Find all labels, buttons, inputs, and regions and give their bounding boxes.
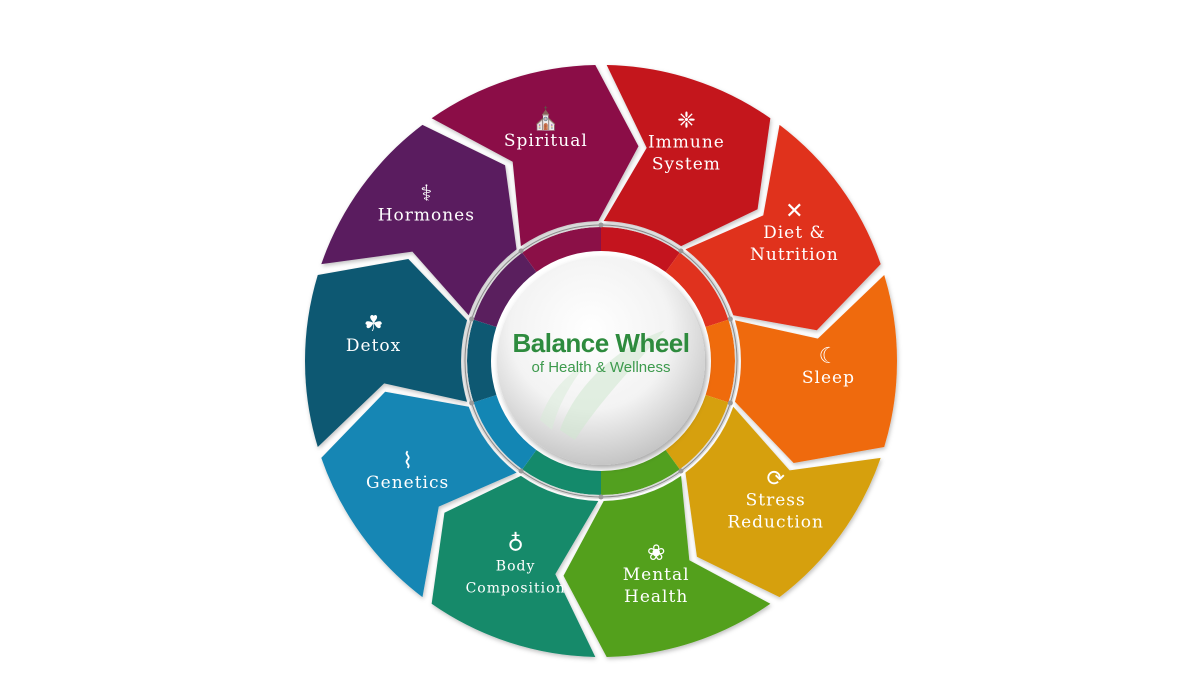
leaf-watermark xyxy=(560,330,665,440)
segment-label: Diet & xyxy=(763,223,826,243)
wheel-segment: ⌇Genetics xyxy=(321,391,517,598)
center-hub: Balance Wheel of Health & Wellness xyxy=(497,257,705,465)
segment-label: Sleep xyxy=(802,368,855,388)
inner-ring-arc xyxy=(473,252,537,328)
segment-label: Immune xyxy=(648,133,725,153)
brain-head-icon: ❀ xyxy=(647,541,665,566)
syringe-icon: ⚕ xyxy=(420,181,432,206)
segment-label: Body xyxy=(496,558,536,574)
segment-shape xyxy=(431,475,599,657)
wheel-segment: ⛪Spiritual xyxy=(431,65,639,247)
segment-shape xyxy=(321,391,517,598)
leaf-icon: ☘ xyxy=(364,312,384,337)
inner-ring-arc xyxy=(600,449,680,495)
ring-tick xyxy=(678,248,684,254)
ring-tick xyxy=(469,316,475,322)
segment-label: Composition xyxy=(466,580,566,596)
ring-tick xyxy=(727,400,733,406)
center-subtitle: of Health & Wellness xyxy=(532,359,671,376)
wheel-segment: ⚕Hormones xyxy=(321,124,517,316)
inner-ring-arc xyxy=(522,449,602,495)
ring-tick xyxy=(727,316,733,322)
virus-icon: ❈ xyxy=(677,109,695,134)
segment-label: Spiritual xyxy=(504,131,588,151)
inner-ring-arc xyxy=(600,227,680,273)
church-icon: ⛪ xyxy=(532,105,559,132)
center-title: Balance Wheel xyxy=(512,328,689,358)
segment-shape xyxy=(431,65,639,247)
inner-ring-arc xyxy=(473,394,537,470)
segment-label: Nutrition xyxy=(750,245,839,265)
segment-label: Genetics xyxy=(366,473,449,493)
ring-tick xyxy=(469,400,475,406)
segment-shape xyxy=(685,406,881,598)
fork-knife-icon: ✕ xyxy=(785,199,803,224)
inner-ring xyxy=(463,222,739,500)
segment-shape xyxy=(734,274,898,464)
wheel-segment: ☘Detox xyxy=(305,258,468,448)
inner-ring-arc xyxy=(522,227,602,273)
ring-tick xyxy=(598,494,604,500)
ring-tick xyxy=(518,248,524,254)
segment-shape xyxy=(321,124,517,316)
inner-ring-arc xyxy=(467,319,497,403)
segment-shape xyxy=(603,65,771,247)
segment-shape xyxy=(305,258,468,448)
leaf-watermark-small xyxy=(540,365,585,430)
person-icon: ♁ xyxy=(508,531,524,556)
stress-cycle-icon: ⟳ xyxy=(766,467,784,492)
segment-label: Hormones xyxy=(378,205,475,225)
moon-stars-icon: ☾ xyxy=(819,344,839,369)
ring-tick xyxy=(518,468,524,474)
segment-label: Detox xyxy=(346,336,401,356)
segment-shape xyxy=(685,124,881,331)
segment-shape xyxy=(563,475,771,657)
inner-ring-arc xyxy=(665,394,729,470)
segment-label: System xyxy=(652,155,721,175)
ring-tick xyxy=(598,222,604,228)
dna-icon: ⌇ xyxy=(402,449,413,474)
inner-ring-arc xyxy=(705,319,735,403)
segment-label: Stress xyxy=(746,491,806,511)
wheel-segment: ✕Diet &Nutrition xyxy=(685,124,881,331)
wheel-segment: ☾Sleep xyxy=(734,274,898,464)
segment-label: Mental xyxy=(623,565,690,585)
inner-ring-arc xyxy=(665,252,729,328)
segment-label: Reduction xyxy=(727,513,824,533)
segment-label: Health xyxy=(624,587,688,607)
ring-tick xyxy=(678,468,684,474)
